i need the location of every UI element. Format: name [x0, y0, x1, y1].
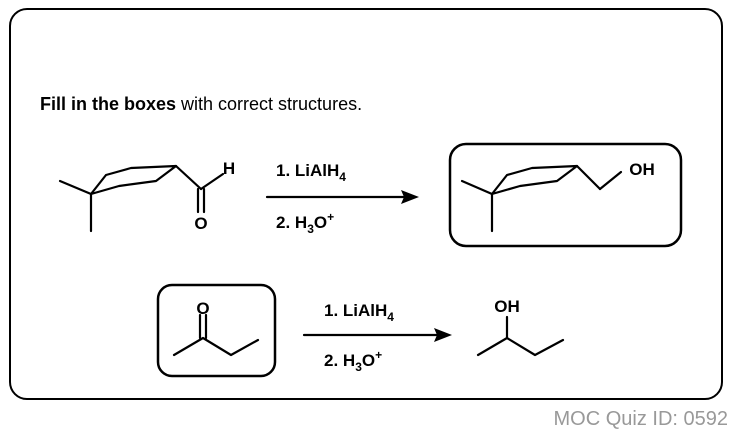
reaction2-step1: 1. LiAlH4 — [324, 301, 394, 324]
reaction2-arrowhead — [434, 328, 452, 342]
quiz-id-footer: MOC Quiz ID: 0592 — [553, 408, 728, 430]
instruction-bold: Fill in the boxes — [40, 94, 177, 114]
reaction1-conditions: 1. LiAlH4 2. H3O+ — [265, 161, 419, 236]
product-alcohol-1: OH — [460, 160, 655, 233]
reaction2-conditions: 1. LiAlH4 2. H3O+ — [302, 301, 452, 374]
product-2-butanol: OH — [476, 297, 565, 357]
reaction1-step1: 1. LiAlH4 — [276, 161, 346, 184]
reaction2-step2: 2. H3O+ — [324, 348, 382, 374]
ketone-o-label: O — [196, 299, 209, 318]
instruction-rest: with correct structures. — [176, 94, 363, 114]
carbonyl-o-label: O — [194, 214, 207, 233]
reaction1-step2: 2. H3O+ — [276, 210, 334, 236]
instruction-text: Fill in the boxes with correct structure… — [40, 94, 362, 115]
butanone: O — [172, 299, 260, 357]
aldehyde-h-label: H — [223, 159, 235, 178]
answer-box-2 — [156, 283, 277, 378]
product1-oh-label: OH — [629, 160, 655, 179]
product2-oh-label: OH — [494, 297, 520, 316]
reaction1-arrowhead — [401, 190, 419, 204]
quiz-card — [9, 8, 723, 400]
starting-aldehyde: H O — [58, 159, 235, 233]
answer-box-1 — [448, 142, 683, 248]
